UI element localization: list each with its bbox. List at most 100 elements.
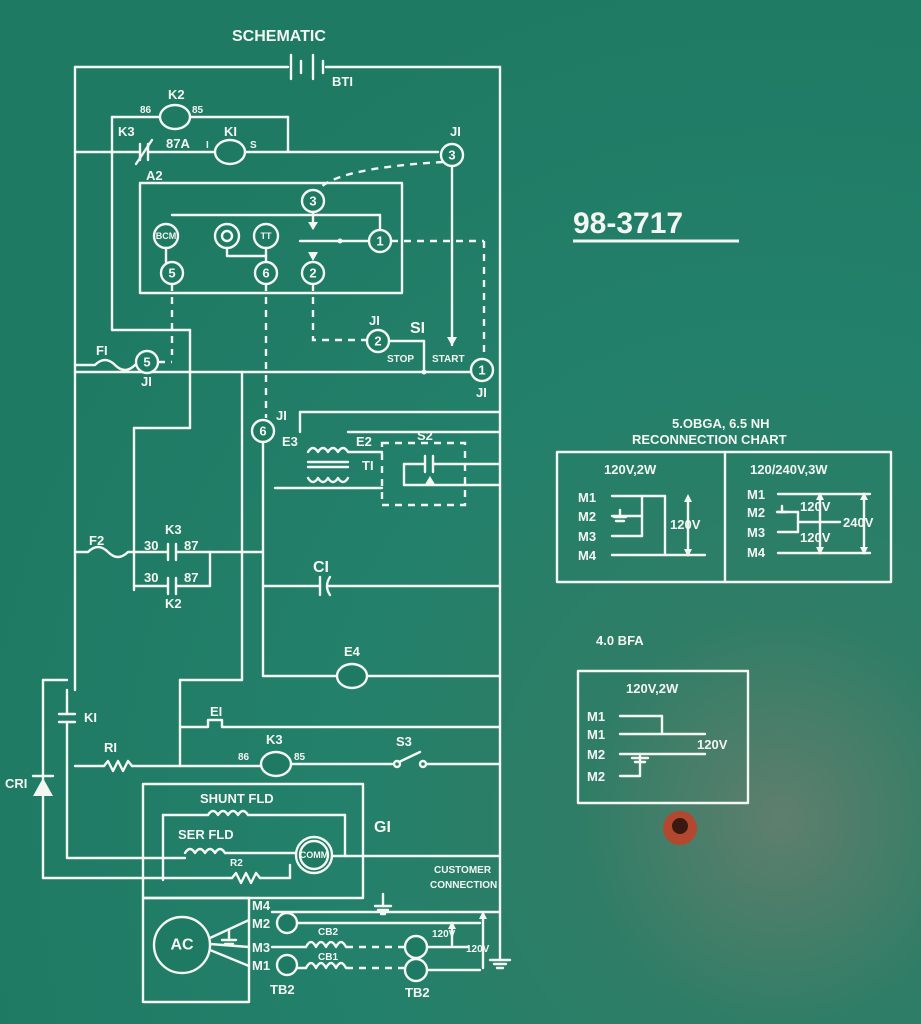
svg-text:F2: F2 [89, 533, 104, 548]
svg-text:E3: E3 [282, 434, 298, 449]
terminal-block-tb2: M4 M2 M3 M1 TB2 TB2 CB2 CB1 120V 120V [252, 898, 502, 1000]
svg-text:GI: GI [374, 819, 391, 836]
alternator-ac: AC [141, 896, 251, 1004]
svg-text:87: 87 [184, 538, 198, 553]
svg-text:M2: M2 [578, 509, 596, 524]
si-label: SI [410, 320, 425, 337]
svg-text:M1: M1 [578, 490, 596, 505]
svg-text:KI: KI [224, 124, 237, 139]
bcm-label: BCM [156, 231, 177, 241]
battery-label: BTI [332, 74, 353, 89]
svg-text:M2: M2 [587, 747, 605, 762]
svg-text:120V: 120V [697, 737, 728, 752]
svg-text:JI: JI [276, 408, 287, 423]
schematic-title: SCHEMATIC [232, 28, 326, 45]
svg-text:K3: K3 [165, 522, 182, 537]
svg-text:JI: JI [141, 374, 152, 389]
svg-text:M4: M4 [252, 898, 271, 913]
svg-text:6: 6 [262, 266, 269, 281]
svg-text:120V: 120V [800, 530, 831, 545]
svg-text:CB2: CB2 [318, 927, 338, 938]
svg-text:JI: JI [450, 124, 461, 139]
switch-s2: S2 [380, 428, 502, 507]
model-number: 98-3717 [573, 207, 683, 240]
svg-text:K3: K3 [118, 124, 135, 139]
svg-text:E4: E4 [344, 644, 361, 659]
svg-text:R2: R2 [230, 858, 243, 869]
k2-label: K2 [168, 87, 185, 102]
svg-text:K3: K3 [266, 732, 283, 747]
battery-bti: BTI [73, 53, 502, 89]
svg-text:M2: M2 [587, 769, 605, 784]
svg-text:6: 6 [259, 424, 266, 439]
series-field-label: SER FLD [178, 827, 234, 842]
module-a2: A2 3 BCM TT 1 5 6 2 [138, 168, 404, 295]
svg-text:1: 1 [478, 363, 485, 378]
relay-k2-coil: K2 86 85 [110, 87, 290, 154]
svg-text:TB2: TB2 [405, 985, 430, 1000]
svg-text:30: 30 [144, 538, 158, 553]
svg-text:I: I [206, 140, 209, 151]
switch-s3: S3 [392, 734, 502, 769]
svg-text:E2: E2 [356, 434, 372, 449]
svg-text:S2: S2 [417, 428, 433, 443]
svg-text:3: 3 [309, 194, 316, 209]
svg-text:120V: 120V [432, 929, 456, 940]
fuse-f2: F2 [73, 533, 136, 559]
svg-text:JI: JI [476, 385, 487, 400]
svg-text:A2: A2 [146, 168, 163, 183]
svg-text:STOP: STOP [387, 354, 414, 365]
svg-text:START: START [432, 354, 465, 365]
relay-k3-contact: K3 30 87 [132, 522, 265, 562]
svg-text:1: 1 [376, 234, 383, 249]
tt-label: TT [261, 231, 272, 241]
svg-text:120/240V,3W: 120/240V,3W [750, 462, 828, 477]
bfa-chart: 4.0 BFA 120V,2W M1 M1 M2 M2 120V [576, 633, 750, 805]
svg-text:S3: S3 [396, 734, 412, 749]
svg-text:M3: M3 [252, 940, 270, 955]
svg-text:M4: M4 [578, 548, 597, 563]
svg-text:CRI: CRI [5, 776, 27, 791]
svg-text:KI: KI [84, 710, 97, 725]
svg-text:CONNECTION: CONNECTION [430, 880, 497, 891]
svg-text:S: S [250, 140, 257, 151]
transformer-ti: E3 E2 TI [273, 410, 502, 490]
svg-text:120V: 120V [670, 517, 701, 532]
svg-text:87A: 87A [166, 136, 190, 151]
customer-connection: CUSTOMER CONNECTION [373, 865, 512, 970]
svg-text:5.OBGA, 6.5 NH: 5.OBGA, 6.5 NH [672, 416, 770, 431]
capacitor-ci: CI [261, 559, 502, 597]
svg-text:5: 5 [143, 355, 150, 370]
relay-k2-contact: 30 87 K2 [132, 550, 212, 611]
svg-text:CI: CI [313, 559, 329, 576]
svg-text:RI: RI [104, 740, 117, 755]
diode-cri: CRI [5, 774, 55, 796]
connector-ji-pin6: 6 JI [250, 408, 287, 678]
fuse-fi: FI 5 JI [73, 328, 192, 430]
svg-text:K2: K2 [165, 596, 182, 611]
svg-text:CB1: CB1 [318, 952, 338, 963]
resistor-ri: RI [73, 740, 182, 773]
svg-text:86: 86 [140, 105, 152, 116]
connector-ji-pin3-top: 3 JI [319, 124, 465, 347]
svg-text:TB2: TB2 [270, 982, 295, 997]
reconnection-chart: 5.OBGA, 6.5 NH RECONNECTION CHART 120V,2… [555, 416, 893, 584]
svg-text:120V: 120V [800, 499, 831, 514]
svg-text:M3: M3 [578, 529, 596, 544]
svg-text:30: 30 [144, 570, 158, 585]
svg-text:87: 87 [184, 570, 198, 585]
svg-text:M2: M2 [252, 916, 270, 931]
svg-text:2: 2 [309, 266, 316, 281]
relay-k3-coil: K3 86 85 [178, 732, 394, 778]
svg-text:5: 5 [168, 266, 175, 281]
commutator-label: COMM [300, 850, 329, 860]
svg-text:RECONNECTION CHART: RECONNECTION CHART [632, 432, 787, 447]
svg-text:FI: FI [96, 343, 108, 358]
svg-text:JI: JI [369, 313, 380, 328]
svg-text:M1: M1 [252, 958, 270, 973]
svg-text:2: 2 [374, 334, 381, 349]
svg-text:85: 85 [192, 105, 204, 116]
svg-text:CUSTOMER: CUSTOMER [434, 865, 492, 876]
relay-ki-contact: KI [57, 688, 97, 860]
